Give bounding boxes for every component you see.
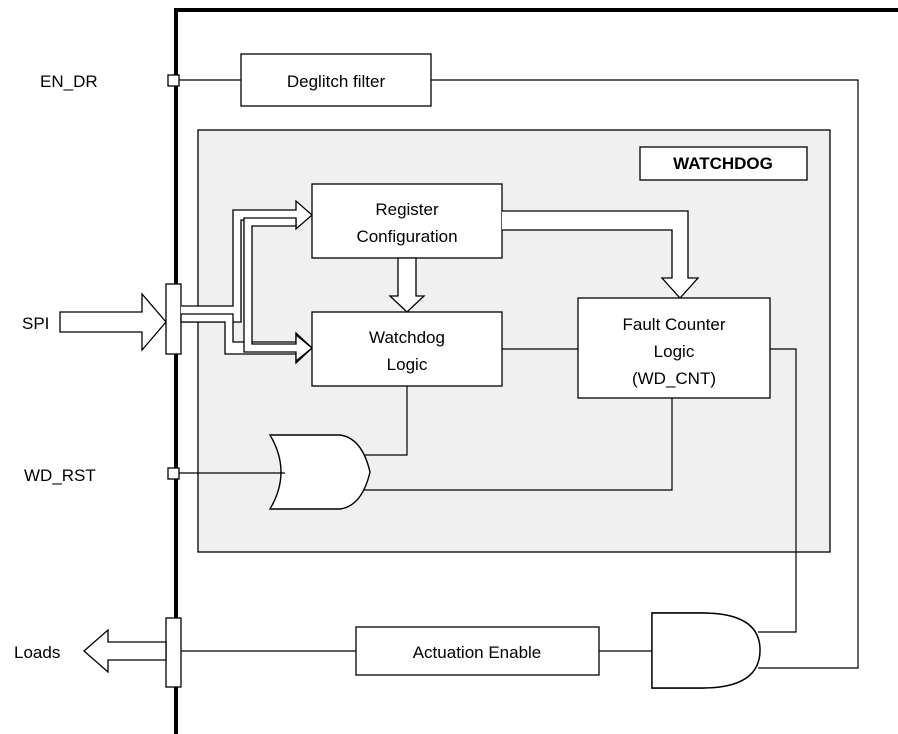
register-configuration-block [311,183,503,259]
wire-fault-to-or [355,398,673,491]
wire-fault-to-and [758,348,797,633]
fault-counter-label-1: Fault Counter [623,315,726,334]
actuation-enable-block [355,626,600,676]
pin-label-loads: Loads [14,643,60,662]
wire-deglitch-to-and [431,79,859,669]
pin-label-wd-rst: WD_RST [24,466,96,485]
bus-register-loop [243,217,314,363]
watchdog-logic-label-2: Logic [387,355,428,374]
pin-wd-rst [167,467,180,480]
deglitch-filter-label: Deglitch filter [287,72,386,91]
watchdog-logic-block [311,311,503,387]
loads-output-arrow [83,628,167,674]
spi-input-arrow [59,292,167,352]
fault-counter-block [577,297,771,399]
actuation-enable-label: Actuation Enable [413,643,542,662]
pin-spi [165,283,182,355]
chip-boundary [174,8,898,734]
or-gate [268,434,371,510]
pin-en-dr [167,74,180,87]
register-configuration-label-1: Register [375,200,439,219]
pin-loads [165,617,182,688]
wire-watchdog-to-or [355,386,408,456]
fault-counter-label-2: Logic [654,342,695,361]
and-gate-body [651,612,761,689]
register-configuration-label-2: Configuration [356,227,457,246]
fault-counter-label-3: (WD_CNT) [632,369,716,388]
deglitch-filter-block [240,53,432,107]
bus-register-to-watchdog [388,257,426,313]
pin-label-spi: SPI [22,314,49,333]
watchdog-logic-label-1: Watchdog [369,328,445,347]
watchdog-title: WATCHDOG [673,154,773,173]
pin-label-en-dr: EN_DR [40,72,98,91]
watchdog-title-box [639,146,808,181]
